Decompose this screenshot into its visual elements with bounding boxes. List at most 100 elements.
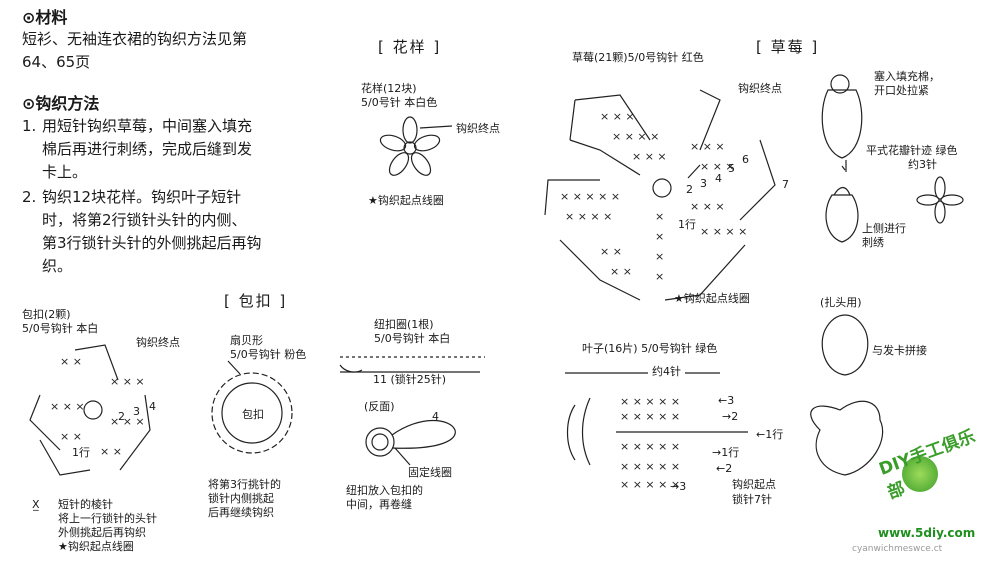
strawberry-row-5: 5: [728, 162, 735, 175]
leaf-arrow-4: →1行: [712, 446, 740, 459]
leaf-arrow-1: ←3: [718, 394, 735, 407]
svg-text:× × × × ×: × × × × ×: [620, 395, 680, 408]
ring-num: 4: [432, 410, 439, 423]
legend-line-1: 短针的棱针: [58, 498, 113, 511]
svg-text:× × ×: × × ×: [110, 375, 145, 388]
ring-back: (反面): [364, 400, 395, 413]
flower-start-label: ★钩织起点线圈: [368, 194, 444, 207]
svg-text:× × ×: × × ×: [690, 200, 725, 213]
leaf-arrow-2: →2: [722, 410, 739, 423]
leaf-width: 约4针: [648, 365, 685, 379]
button-title: 包扣(2颗): [22, 308, 71, 321]
leaf-arrow-3: ←1行: [756, 428, 784, 441]
button-row-2: 2: [118, 410, 125, 423]
scallop-label-1: 扇贝形: [230, 334, 263, 347]
leaf-start-2: 锁针7针: [732, 493, 772, 506]
step-2-num: 2.: [22, 188, 37, 206]
svg-text:× × ×: × × ×: [600, 110, 635, 123]
button-end-label: 钩织终点: [136, 336, 180, 349]
upper-note-1: 上侧进行: [862, 222, 906, 235]
ring-fix: 固定线圈: [408, 466, 452, 479]
button-yarn: 5/0号钩针 本白: [22, 322, 99, 335]
svg-text:× × × ×: × × × ×: [700, 225, 747, 238]
materials-heading: ⊙材料: [22, 8, 68, 27]
step-2-line-2: 时，将第2行锁针头针的内侧、: [42, 211, 247, 229]
ring-title: 纽扣圈(1根): [374, 318, 434, 331]
legend-line-3: 外侧挑起后再钩织: [58, 526, 146, 539]
step-1-num: 1.: [22, 117, 37, 135]
section-flower-heading: [ 花样 ]: [378, 38, 442, 56]
svg-text:× ×: × ×: [100, 445, 122, 458]
svg-text:× × × ×: × × × ×: [612, 130, 659, 143]
stuff-note-2: 开口处拉紧: [874, 84, 929, 97]
flower-end-label: 钩织终点: [456, 122, 500, 135]
flower-title: 花样(12块): [361, 82, 417, 95]
strawberry-row-2: 2: [686, 183, 693, 196]
svg-text:× × ×: × × ×: [50, 400, 85, 413]
svg-text:×: ×: [655, 270, 664, 283]
method-heading: ⊙钩织方法: [22, 94, 100, 113]
svg-text:× × × × ×: × × × × ×: [620, 460, 680, 473]
petal-note-2: 约3针: [908, 158, 937, 171]
svg-text:× × × ×: × × × ×: [565, 210, 612, 223]
flower-yarn: 5/0号针 本白色: [361, 96, 438, 109]
stitch-symbols: × × × × × × × × × × × × × × × × × × × × …: [50, 110, 747, 491]
button-row-1: 1行: [72, 446, 90, 459]
leaf-title: 叶子(16片) 5/0号钩针 绿色: [582, 342, 718, 355]
flower-motif-shape: [379, 116, 453, 176]
strawberry-row-7: 7: [782, 178, 789, 191]
upper-note-2: 刺绣: [862, 236, 884, 249]
watermark-logo-icon: [902, 456, 938, 492]
svg-text:×: ×: [655, 210, 664, 223]
legend-symbol: X̲: [32, 498, 40, 511]
section-strawberry-heading: [ 草莓 ]: [756, 38, 820, 56]
button-row-4: 4: [149, 400, 156, 413]
watermark-sub: cyanwichmeswce.ct: [852, 544, 943, 554]
hair-note: (扎头用): [820, 296, 862, 309]
svg-text:× ×: × ×: [60, 355, 82, 368]
svg-text:× × × × ×: × × × × ×: [620, 410, 680, 423]
strawberry-illustrations: [810, 74, 964, 476]
scallop-note-2: 锁针内侧挑起: [208, 492, 274, 505]
strawberry-row-1: 1行: [678, 218, 696, 231]
svg-text:× × ×: × × ×: [632, 150, 667, 163]
strawberry-end-label: 钩织终点: [738, 82, 782, 95]
petal-note-1: 平式花瓣针迹 绿色: [866, 144, 958, 157]
strawberry-row-4: 4: [715, 172, 722, 185]
attach-note: 与发卡拼接: [872, 344, 927, 357]
watermark-text: DIY手工俱乐部: [876, 426, 978, 504]
svg-text:× × ×: × × ×: [690, 140, 725, 153]
scallop-note-1: 将第3行挑针的: [208, 478, 281, 491]
scallop-center: 包扣: [242, 408, 264, 421]
scallop-label-2: 5/0号钩针 粉色: [230, 348, 307, 361]
svg-text:× ×: × ×: [610, 265, 632, 278]
svg-text:× × × × ×: × × × × ×: [560, 190, 620, 203]
strawberry-row-6: 6: [742, 153, 749, 166]
watermark-url: www.5diy.com: [878, 526, 976, 540]
strawberry-chart-shape: [544, 89, 776, 301]
materials-text-1: 短衫、无袖连衣裙的钩织方法见第: [22, 30, 248, 48]
button-row-3: 3: [133, 405, 140, 418]
strawberry-start-label: ★钩织起点线圈: [674, 292, 750, 305]
leaf-arrow-5: ←2: [716, 462, 733, 475]
step-2-line-3: 第3行锁针头针的外侧挑起后再钩: [42, 234, 262, 252]
legend-line-4: ★钩织起点线圈: [58, 540, 134, 553]
ring-note-2: 中间，再卷缝: [346, 498, 412, 511]
step-1-line-2: 棉后再进行刺绣，完成后缝到发: [42, 140, 253, 158]
svg-text:×: ×: [655, 230, 664, 243]
leaf-start-1: 钩织起点: [732, 478, 776, 491]
ring-note-1: 纽扣放入包扣的: [346, 484, 423, 497]
strawberry-row-3: 3: [700, 177, 707, 190]
section-button-heading: [ 包扣 ]: [224, 292, 288, 310]
step-1-line-1: 用短针钩织草莓，中间塞入填充: [42, 117, 253, 135]
step-2-line-4: 织。: [42, 257, 73, 275]
svg-text:× × × × ×: × × × × ×: [620, 440, 680, 453]
leaf-arrow-6: →3: [670, 480, 687, 493]
materials-text-2: 64、65页: [22, 53, 91, 71]
stuff-note-1: 塞入填充棉，: [874, 70, 940, 83]
scallop-button-shape: [211, 360, 293, 454]
svg-text:× ×: × ×: [600, 245, 622, 258]
legend-line-2: 将上一行锁针的头针: [58, 512, 157, 525]
button-chart-shape: [29, 344, 151, 476]
